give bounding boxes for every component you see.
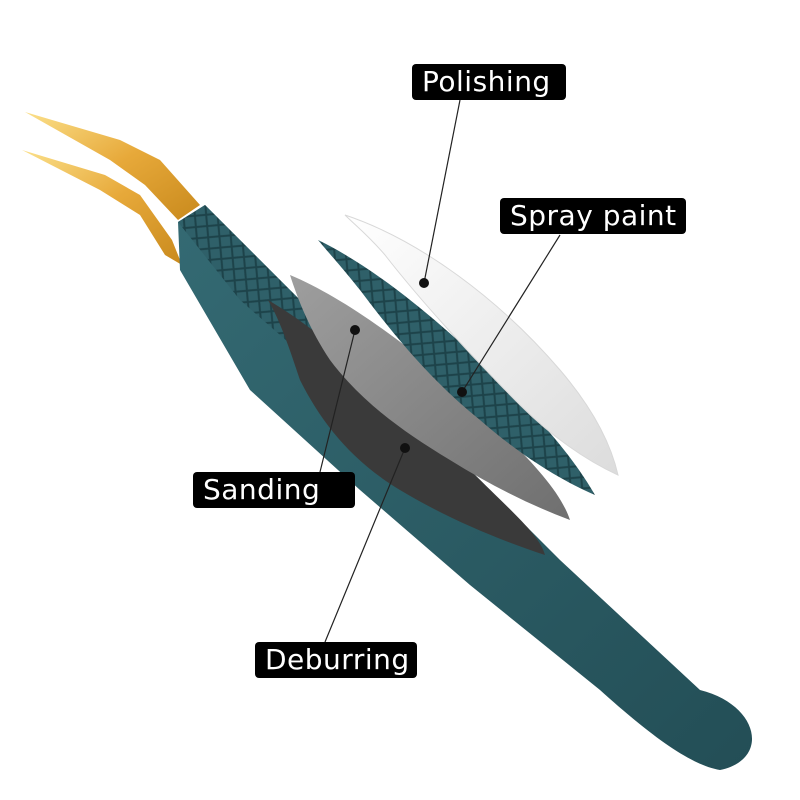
spray-paint-layer [318, 240, 595, 495]
spray-paint-label: Spray paint [500, 198, 686, 234]
deburring-label: Deburring [255, 642, 417, 678]
leader-dots [350, 278, 467, 453]
sanding-layer [290, 275, 570, 520]
polishing-label: Polishing [412, 64, 566, 100]
gold-tips [22, 112, 200, 265]
polishing-layer [344, 214, 619, 476]
leader-lines [319, 99, 561, 643]
sanding-label: Sanding [193, 472, 355, 508]
